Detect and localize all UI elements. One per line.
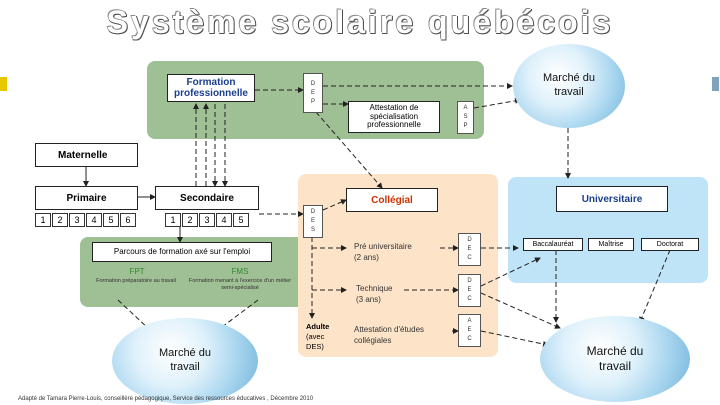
dec-technique-box: D E C <box>458 274 481 307</box>
des-letter-1: D <box>310 209 316 215</box>
degree-maitrise: Maîtrise <box>588 238 634 251</box>
dep-letter-1: D <box>310 80 316 87</box>
fpt-code: FPT <box>129 267 145 276</box>
fms-code: FMS <box>231 267 249 276</box>
secondaire-grade-5: 5 <box>233 213 249 227</box>
attestation-specialisation-box: Attestation de spécialisation profession… <box>348 101 440 133</box>
maternelle-box: Maternelle <box>35 143 138 167</box>
page-title: Système scolaire québécois <box>106 4 614 40</box>
des-letter-3: S <box>310 227 315 233</box>
dep-letter-3: P <box>310 98 315 105</box>
link-dec2-universitaire <box>480 257 541 287</box>
dec-preuniv-box: D E C <box>458 233 481 266</box>
degree-doctorat: Doctorat <box>641 238 699 251</box>
technique-name: Technique <box>356 284 393 293</box>
asp-letter-1: A <box>463 105 468 111</box>
dec2-letter-3: C <box>467 296 472 302</box>
primaire-grade-4: 4 <box>86 213 102 227</box>
primaire-grade-6: 6 <box>120 213 136 227</box>
dec1-letter-3: C <box>467 255 472 261</box>
link-doctorat-marche <box>639 249 671 323</box>
secondaire-grade-1: 1 <box>165 213 181 227</box>
universitaire-box: Universitaire <box>556 186 668 212</box>
asp-letter-3: P <box>463 123 468 129</box>
link-des-collegial <box>322 199 347 211</box>
asp-box: A S P <box>457 101 474 134</box>
secondaire-grade-2: 2 <box>182 213 198 227</box>
degree-baccalaureat: Baccalauréat <box>523 238 583 251</box>
dec1-letter-2: E <box>467 246 472 252</box>
primaire-grade-3: 3 <box>69 213 85 227</box>
primaire-grade-1: 1 <box>35 213 51 227</box>
link-dec2-marche <box>480 292 561 329</box>
aec-letter-3: C <box>467 336 472 342</box>
secondaire-grade-4: 4 <box>216 213 232 227</box>
link-dep-collegial <box>315 111 383 189</box>
attestation-collegiale: Attestation d'études collégiales <box>354 325 425 346</box>
formation-pro-box: Formation professionnelle <box>167 74 255 102</box>
marche-travail-globe-top-right: Marché du travail <box>513 44 625 128</box>
primaire-grade-5: 5 <box>103 213 119 227</box>
left-side-marker <box>0 77 7 91</box>
parcours-box: Parcours de formation axé sur l'emploi <box>92 242 272 262</box>
aec-letter-2: E <box>467 327 472 333</box>
des-letter-2: E <box>310 218 315 224</box>
technique-duration: (3 ans) <box>356 295 381 305</box>
right-side-marker <box>712 77 719 91</box>
dep-box: D E P <box>303 73 323 113</box>
secondaire-box: Secondaire <box>155 186 259 210</box>
marche-travail-globe-bottom-left: Marché du travail <box>112 318 258 404</box>
aec-letter-1: A <box>467 318 472 324</box>
link-aec-marche <box>480 330 549 347</box>
preuniv-duration: (2 ans) <box>354 253 379 263</box>
asp-letter-2: S <box>463 114 468 120</box>
preuniv-program: Pré universitaire (2 ans) <box>354 241 444 263</box>
primaire-box: Primaire <box>35 186 138 210</box>
adultes-line-1: Adulte <box>306 322 330 331</box>
technique-program: Technique (3 ans) <box>356 283 416 305</box>
adultes-line-2: (avec <box>306 332 325 342</box>
link-asp-marche <box>473 97 521 109</box>
footer-credit: Adapté de Tamara Pierre-Louis, conseillè… <box>18 396 314 402</box>
dec1-letter-1: D <box>467 237 472 243</box>
dec2-letter-2: E <box>467 287 472 293</box>
primaire-grade-2: 2 <box>52 213 68 227</box>
des-box: D E S <box>303 205 323 238</box>
adultes-line-3: DES) <box>306 342 324 352</box>
marche-travail-globe-bottom-right: Marché du travail <box>540 316 690 402</box>
dep-letter-2: E <box>310 89 315 96</box>
dec2-letter-1: D <box>467 278 472 284</box>
collegial-box: Collégial <box>346 188 438 212</box>
secondaire-grade-3: 3 <box>199 213 215 227</box>
fpt-description: Formation préparatoire au travail <box>96 278 176 284</box>
adultes-label: Adulte (avec DES) <box>306 322 352 352</box>
aec-box: A E C <box>458 314 481 347</box>
fms-description: Formation menant à l'exercice d'un métie… <box>188 278 292 292</box>
preuniv-name: Pré universitaire <box>354 242 412 251</box>
